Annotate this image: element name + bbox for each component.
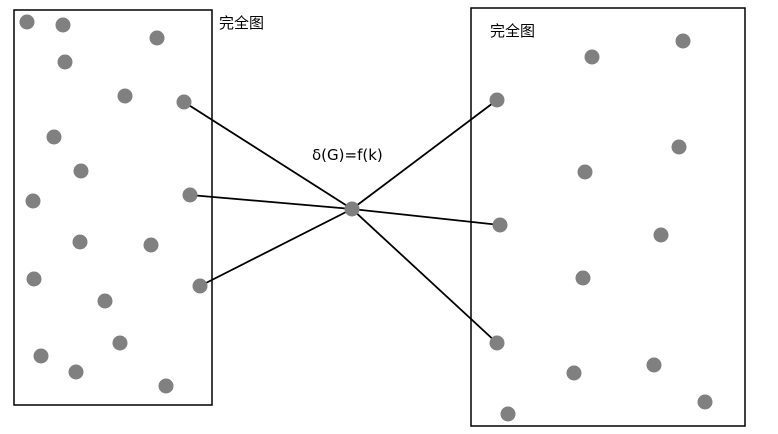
vertices (19, 14, 713, 422)
right-connected-vertex-3 (489, 335, 505, 351)
left-vertex-5 (117, 88, 133, 104)
right-vertex-9 (697, 394, 713, 410)
center-vertex (344, 201, 360, 217)
left-vertex-15 (97, 293, 113, 309)
left-vertex-19 (158, 378, 174, 394)
left-vertex-14 (192, 278, 208, 294)
left-vertex-9 (25, 193, 41, 209)
left-vertex-7 (46, 129, 62, 145)
left-vertex-2 (55, 17, 71, 33)
left-vertex-1 (19, 14, 35, 30)
left-panel-label: 完全图 (219, 14, 265, 32)
left-vertex-18 (68, 364, 84, 380)
left-vertex-6 (176, 94, 192, 110)
edge-2 (189, 194, 353, 210)
right-vertex-2 (675, 33, 691, 49)
right-vertex-10 (500, 406, 516, 422)
left-vertex-10 (182, 187, 198, 203)
left-vertex-16 (112, 335, 128, 351)
edge-1 (183, 101, 353, 210)
edge-4 (351, 99, 498, 210)
left-vertex-4 (57, 54, 73, 70)
right-vertex-1 (584, 49, 600, 65)
left-vertex-12 (143, 237, 159, 253)
edge-6 (351, 208, 498, 344)
left-vertex-3 (149, 30, 165, 46)
right-complete-graph-box (470, 7, 746, 427)
left-vertex-11 (72, 234, 88, 250)
right-vertex-6 (575, 270, 591, 286)
center-formula-label: δ(G)=f(k) (312, 146, 383, 164)
right-vertex-4 (577, 164, 593, 180)
right-connected-vertex-2 (492, 217, 508, 233)
left-vertex-8 (73, 163, 89, 179)
right-panel-label: 完全图 (490, 22, 536, 40)
left-complete-graph-box (13, 9, 213, 406)
edge-5 (351, 208, 501, 226)
right-vertex-7 (566, 365, 582, 381)
left-vertex-17 (33, 348, 49, 364)
right-vertex-8 (646, 357, 662, 373)
left-vertex-13 (26, 271, 42, 287)
right-connected-vertex-1 (489, 92, 505, 108)
right-vertex-3 (671, 139, 687, 155)
right-vertex-5 (653, 227, 669, 243)
edge-3 (199, 208, 353, 287)
edges (183, 99, 501, 344)
